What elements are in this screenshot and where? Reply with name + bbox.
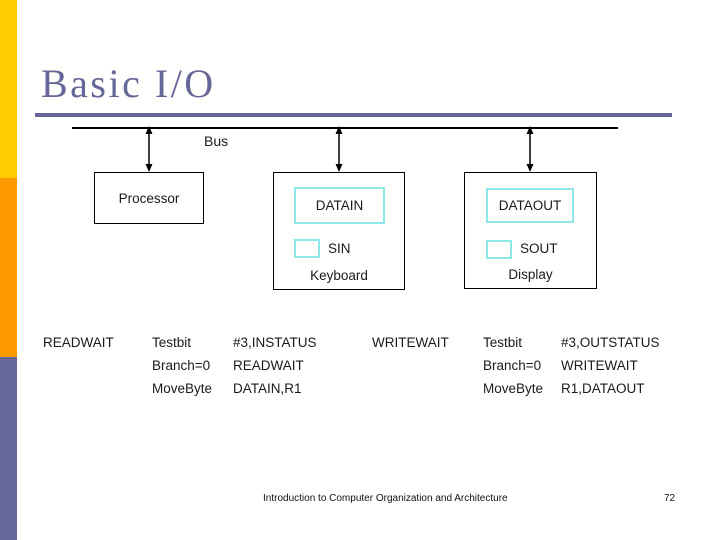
code-operand: WRITEWAIT: [561, 358, 638, 373]
read-wait-code-block: READWAIT Testbit #3,INSTATUS Branch=0 RE…: [43, 331, 317, 400]
accent-bar-orange: [0, 178, 17, 357]
display-device-label: Display: [508, 267, 553, 282]
bus-label: Bus: [204, 133, 229, 149]
write-wait-code-block: WRITEWAIT Testbit #3,OUTSTATUS Branch=0 …: [372, 331, 660, 400]
slide-title: Basic I/O: [41, 61, 216, 106]
datain-register-box: DATAIN: [294, 187, 385, 224]
bus-arrow-keyboard-interface: [335, 126, 343, 172]
page-number: 72: [664, 493, 676, 504]
keyboard-interface-box: DATAIN SIN Keyboard: [273, 172, 405, 290]
bus-line: [72, 127, 618, 129]
display-interface-box: DATAOUT SOUT Display: [464, 172, 597, 289]
code-label-writewait: WRITEWAIT: [372, 335, 449, 350]
code-op: MoveByte: [152, 381, 213, 396]
dataout-register-label: DATAOUT: [498, 198, 562, 213]
sout-status-label: SOUT: [520, 241, 558, 256]
code-op: MoveByte: [483, 381, 544, 396]
code-op: Testbit: [483, 335, 523, 350]
datain-register-label: DATAIN: [315, 198, 364, 213]
bus-arrow-display-interface: [526, 126, 534, 172]
code-operand: R1,DATAOUT: [561, 381, 645, 396]
title-underline: [35, 113, 672, 117]
code-op: Testbit: [152, 335, 192, 350]
keyboard-device-label: Keyboard: [310, 268, 368, 283]
code-op: Branch=0: [483, 358, 542, 373]
code-op: Branch=0: [152, 358, 211, 373]
code-operand: #3,OUTSTATUS: [561, 335, 660, 350]
accent-bar-purple: [0, 357, 17, 540]
bus-arrow-processor: [145, 126, 153, 172]
code-operand: READWAIT: [233, 358, 304, 373]
code-operand: #3,INSTATUS: [233, 335, 317, 350]
sin-status-bit-box: [294, 239, 320, 258]
code-label-readwait: READWAIT: [43, 335, 114, 350]
sin-status-label: SIN: [328, 241, 351, 256]
footer-text: Introduction to Computer Organization an…: [263, 493, 508, 504]
dataout-register-box: DATAOUT: [486, 188, 574, 223]
accent-bar-yellow: [0, 0, 17, 178]
processor-label: Processor: [118, 190, 180, 206]
code-operand: DATAIN,R1: [233, 381, 302, 396]
sout-status-bit-box: [486, 240, 512, 259]
processor-box: Processor: [94, 172, 204, 224]
